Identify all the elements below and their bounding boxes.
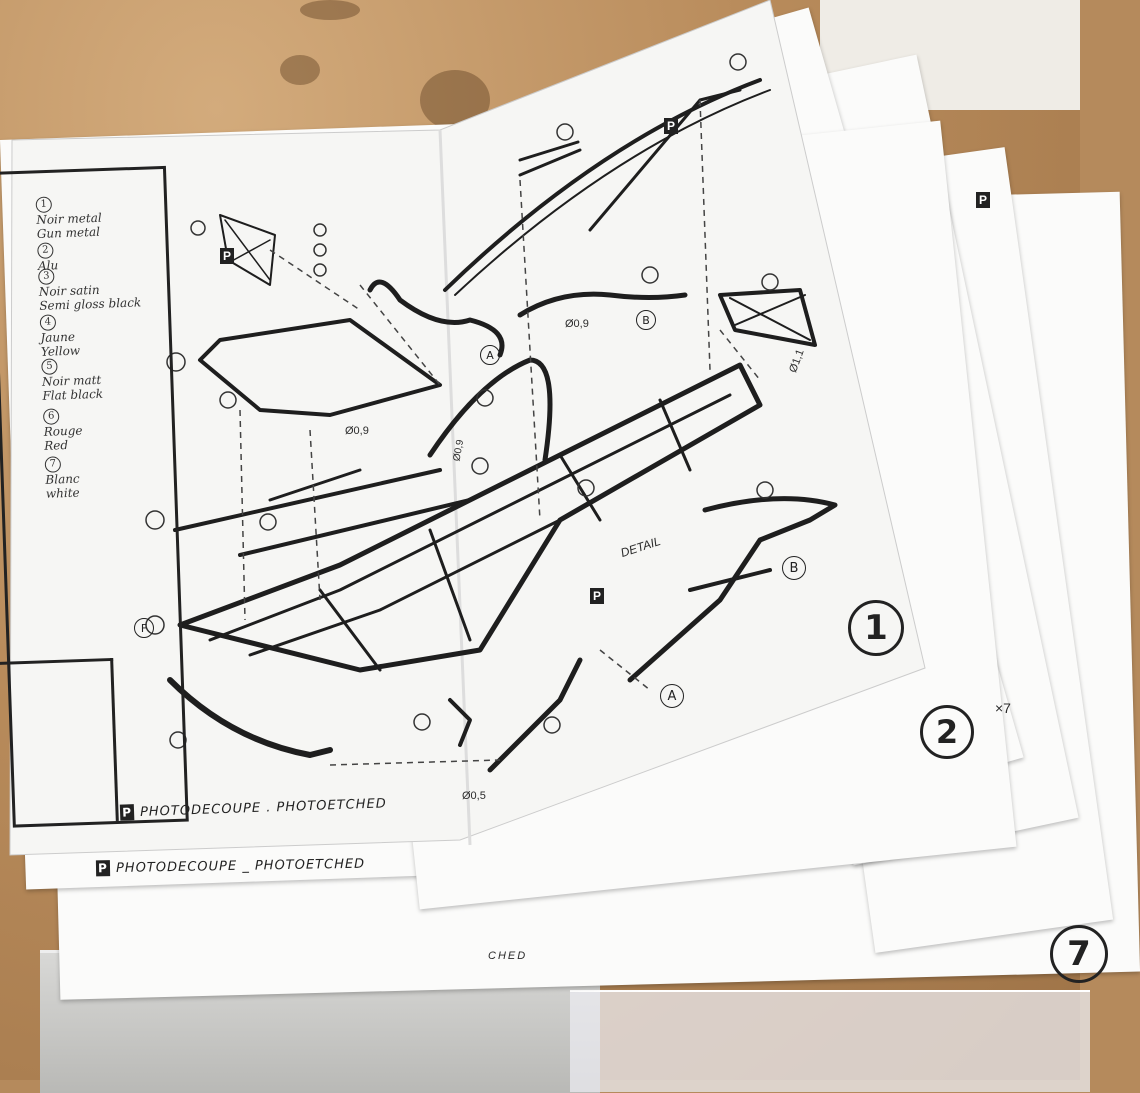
assembly-letter-b: B [782,556,806,580]
dimension-label: Ø0,5 [462,790,486,802]
step-number-7: 7 [1050,925,1108,983]
assembly-guides [239,99,761,766]
dimension-label: Ø0,9 [565,318,589,330]
wood-knot [280,55,320,85]
assembly-letter-f: F [134,618,154,638]
photoetched-marker: P [220,248,234,264]
wood-knot [300,0,360,20]
step-number-1: 1 [848,600,904,656]
photoetched-icon: P [119,804,135,821]
plastic-bag [570,990,1090,1092]
part-number-callouts [145,53,779,749]
photoetched-label-cut: CHED [488,950,528,962]
photoetched-marker: P [590,588,604,604]
instruction-sheet [9,0,926,856]
photoetched-marker: P [664,118,678,134]
assembly-letter-b2: B [636,310,656,330]
inset-detail-box [0,657,119,826]
legend-item-7: 7 Blanc white [44,441,80,501]
assembly-letter-a2: A [480,345,500,365]
assembly-letter-a: A [660,684,684,708]
legend-items: 1 Noir metal Gun metal 2 Alu 3 Noir sati… [35,178,165,501]
chassis-drawing [167,78,838,773]
photoetched-icon: P [95,860,111,877]
multiplier-label: ×7 [995,700,1011,716]
dimension-label: Ø0,9 [345,425,369,437]
photoetched-marker: P [976,192,990,208]
step-number-2: 2 [920,705,974,759]
